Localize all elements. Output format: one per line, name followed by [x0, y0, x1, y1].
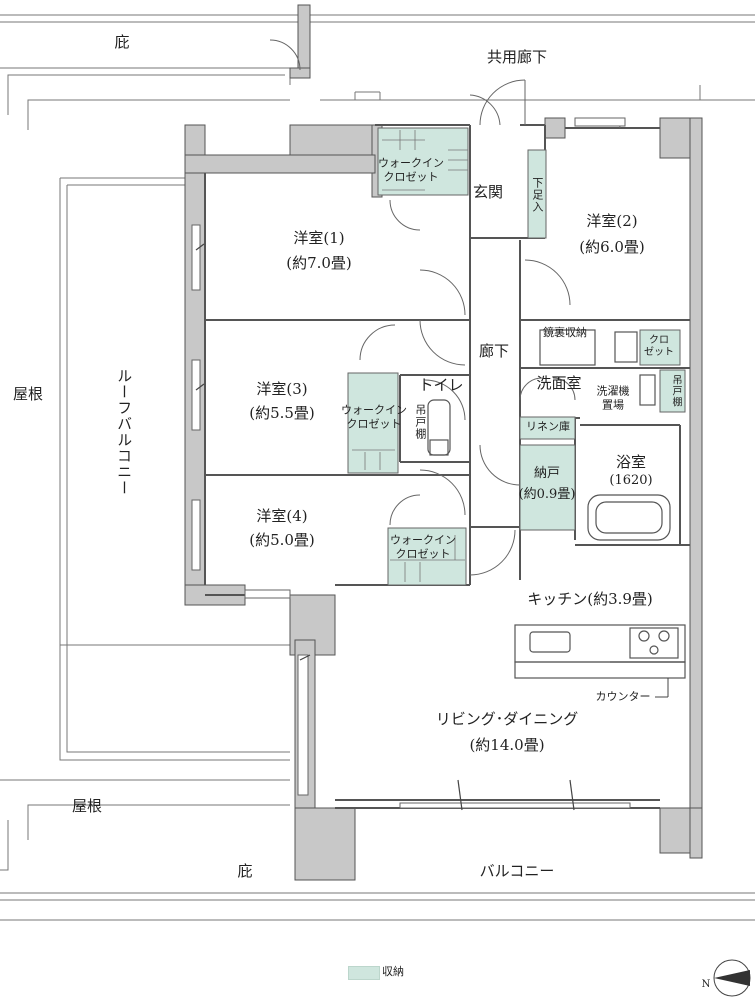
room3-size: (約5.5畳) — [249, 403, 315, 422]
door-swings — [269, 39, 621, 576]
wic-1-label: ウォークイン クロゼット — [378, 156, 444, 183]
linen-storage-label: リネン庫 — [526, 420, 570, 434]
bathroom-size: (1620) — [609, 473, 653, 489]
wic-3-label: ウォークイン クロゼット — [341, 403, 407, 430]
storage-hatch — [352, 130, 468, 582]
toilet-hanging-shelf-label: 吊戸棚 — [413, 404, 427, 440]
room3-name: 洋室(3) — [256, 379, 308, 398]
shoe-storage-label: 下足入 — [530, 177, 544, 213]
eave-bottom-label: 庇 — [237, 861, 253, 880]
washer-space-label: 洗濯機 置場 — [596, 384, 630, 411]
room1-name: 洋室(1) — [293, 228, 345, 247]
wash-hanging-shelf-label: 吊戸棚 — [670, 374, 681, 408]
roof-outlines — [0, 14, 755, 921]
eave-top-label: 庇 — [114, 32, 130, 51]
common-corridor-label: 共用廊下 — [486, 47, 548, 66]
living-name: リビング･ダイニング — [435, 709, 579, 728]
room4-name: 洋室(4) — [256, 506, 308, 525]
living-size: (約14.0畳) — [469, 735, 545, 754]
walls — [184, 4, 703, 881]
legend-label: 収納 — [382, 965, 404, 978]
legend-swatch — [348, 966, 380, 980]
corridor-label: 廊下 — [478, 341, 510, 360]
bathroom-name: 浴室 — [615, 452, 647, 471]
windows — [191, 117, 631, 809]
vanity-storage-label: 鏡裏収納 — [543, 326, 587, 340]
opening-marks — [195, 243, 575, 811]
toilet-label: トイレ — [418, 375, 464, 394]
closet-label: クロ ゼット — [644, 335, 674, 358]
room2-size: (約6.0畳) — [579, 237, 645, 256]
roof-left-label: 屋根 — [12, 384, 44, 403]
kitchen-label: キッチン(約3.9畳) — [527, 589, 653, 608]
north-arrow-icon — [713, 959, 751, 997]
wic-4-label: ウォークイン クロゼット — [390, 533, 456, 560]
room1-size: (約7.0畳) — [286, 253, 352, 272]
balcony-label: バルコニー — [479, 861, 555, 880]
north-label: N — [701, 979, 711, 990]
entrance-label: 玄関 — [472, 182, 504, 201]
roof-balcony-label: ルーフバルコニー — [115, 368, 134, 496]
bath-fixtures — [427, 329, 671, 541]
kitchen-fixtures — [514, 624, 686, 679]
storeroom-size: (約0.9畳) — [518, 487, 576, 503]
storage-areas — [347, 127, 686, 586]
roof-bottom-label: 屋根 — [71, 796, 103, 815]
room2-name: 洋室(2) — [586, 211, 638, 230]
storeroom-name: 納戸 — [533, 466, 561, 482]
washroom-label: 洗面室 — [536, 373, 582, 392]
room4-size: (約5.0畳) — [249, 530, 315, 549]
counter-label: カウンター — [595, 690, 651, 704]
